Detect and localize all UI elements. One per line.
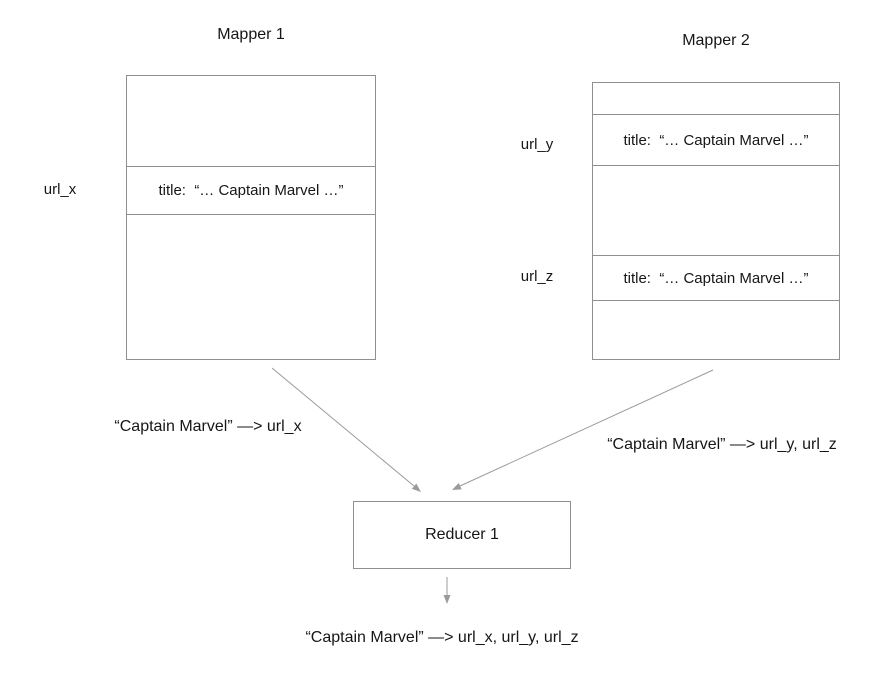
- mapper2-title: Mapper 2: [682, 32, 750, 49]
- arrow-reducer-to-output: [443, 577, 451, 604]
- mapper1-divider-top: [127, 166, 375, 167]
- mapper2-divider-4: [593, 300, 839, 301]
- mapper2-box: title: “… Captain Marvel …” title: “… Ca…: [592, 82, 840, 360]
- mapper2-divider-1: [593, 114, 839, 115]
- mapper1-box: title: “… Captain Marvel …”: [126, 75, 376, 360]
- mapper2-record2-text: title: “… Captain Marvel …”: [623, 269, 809, 287]
- mapper2-record-row-2: title: “… Captain Marvel …”: [593, 256, 839, 300]
- mapper1-record-text: title: “… Captain Marvel …”: [158, 182, 344, 199]
- mapper1-emission-text: “Captain Marvel” —> url_x: [114, 418, 302, 435]
- mapper1-record-row: title: “… Captain Marvel …”: [127, 167, 375, 214]
- arrow-mapper2-to-reducer: [452, 369, 714, 490]
- mapper1-divider-bottom: [127, 214, 375, 215]
- mapper2-record2-key-label: url_z: [520, 268, 554, 285]
- reducer-title: Reducer 1: [425, 526, 499, 543]
- mapper1-record-key-label: url_x: [43, 181, 77, 198]
- mapper2-record1-key-label: url_y: [520, 136, 554, 153]
- mapper2-record-row-1: title: “… Captain Marvel …”: [593, 115, 839, 165]
- mapper2-emission-text: “Captain Marvel” —> url_y, url_z: [607, 436, 837, 453]
- mapper2-divider-2: [593, 165, 839, 166]
- reducer-box: Reducer 1: [353, 501, 571, 569]
- mapper1-title: Mapper 1: [217, 26, 285, 43]
- mapper2-record1-text: title: “… Captain Marvel …”: [623, 131, 809, 149]
- mapper2-divider-3: [593, 255, 839, 256]
- reducer-output-text: “Captain Marvel” —> url_x, url_y, url_z: [305, 629, 579, 646]
